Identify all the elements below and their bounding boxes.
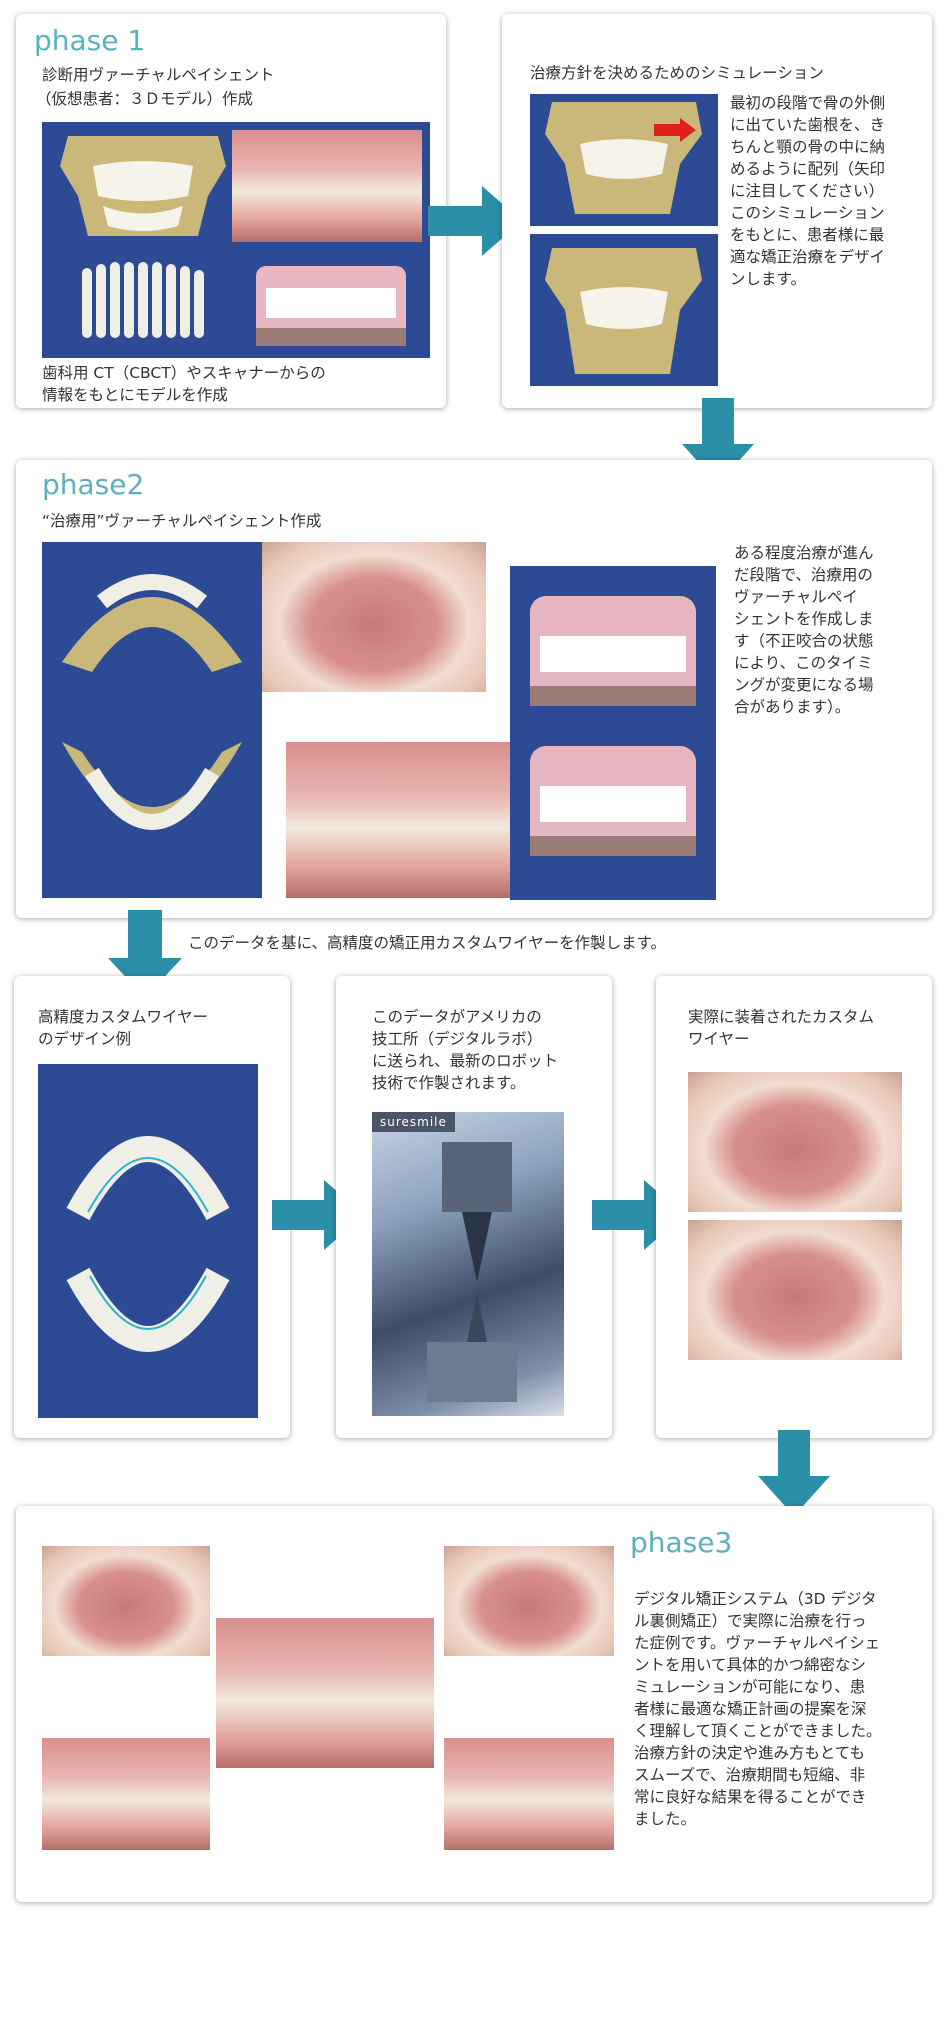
robot-arm-image [427,1142,517,1402]
robot-photo: suresmile [372,1112,564,1416]
simulation-skull-after [545,248,702,374]
teeth-roots-model [82,262,204,338]
phase1-caption-line2: 情報をもとにモデルを作成 [42,386,228,404]
p2-desc-line: により、このタイミ [734,654,873,672]
phase2-description: ある程度治療が進ん だ段階で、治療用の ヴァーチャルペイ シェントを作成しま す… [734,542,914,718]
sim-desc-line: 最初の段階で骨の外側 [730,94,886,112]
red-arrow-icon [654,118,696,142]
wire-design-heading-line2: のデザイン例 [38,1030,132,1048]
result-lower-occlusal-photo [444,1546,614,1656]
occlusal-photo-upper [262,542,486,692]
p2-desc-line: シェントを作成しま [734,610,874,628]
phase2-title: phase2 [42,468,145,501]
wire-arches-image [66,1136,230,1352]
result-front-photo [216,1618,434,1768]
p3-desc-line: デジタル矯正システム（3D デジタ [634,1590,877,1608]
p3-desc-line: 治療方針の決定や進み方もとても [634,1744,865,1762]
wire-design-heading-line1: 高精度カスタムワイヤー [38,1008,209,1026]
installed-lower-photo [688,1220,902,1360]
installed-card: 実際に装着されたカスタム ワイヤー [656,976,932,1438]
simulation-skull-before [545,102,702,214]
digital-dental-model [256,266,406,346]
p2-desc-line: だ段階で、治療用の [734,566,873,584]
sim-desc-line: に注目してください） [730,182,885,200]
suresmile-logo: suresmile [372,1112,455,1132]
p3-desc-line: ル裏側矯正）で実際に治療を行っ [634,1612,867,1630]
wire-design-card: 高精度カスタムワイヤー のデザイン例 [14,976,290,1438]
phase1-caption-line1: 歯科用 CT（CBCT）やスキャナーからの [42,364,326,382]
sim-desc-line: このシミュレーション [730,204,885,222]
sim-desc-line: 適な矯正治療をデザイ [730,248,886,266]
p3-desc-line: スムーズで、治療期間も短縮、非 [634,1766,866,1784]
robot-heading-line2: 技工所（デジタルラボ） [372,1030,543,1048]
p2-desc-line: す（不正咬合の状態 [734,632,874,650]
robot-card: このデータがアメリカの 技工所（デジタルラボ） に送られ、最新のロボット 技術で… [336,976,612,1438]
wire-design-image [38,1064,258,1418]
p3-desc-line: 者様に最適な矯正計画の提案を深 [634,1700,867,1718]
robot-heading-line3: に送られ、最新のロボット [372,1052,559,1070]
result-right-side-photo [42,1738,210,1850]
phase3-description: デジタル矯正システム（3D デジタ ル裏側矯正）で実際に治療を行っ た症例です。… [634,1588,924,1830]
right-arrow-icon [428,186,522,256]
p2-desc-line: ヴァーチャルペイ [734,588,858,606]
front-mouth-photo [232,130,422,242]
upper-arch-model [42,542,262,898]
phase1-title: phase 1 [34,24,146,57]
sim-desc-line: ンします。 [730,270,806,288]
result-left-side-photo [444,1738,614,1850]
simulation-card: 治療方針を決めるためのシミュレーション 最初の段階で骨の外側 に出ていた歯根を、… [502,14,932,408]
p3-desc-line: 常に良好な結果を得ることができ [634,1788,867,1806]
phase1-card: phase 1 診断用ヴァーチャルペイシェント （仮想患者：３Ｄモデル）作成 [16,14,446,408]
phase1-heading-line2: （仮想患者：３Ｄモデル）作成 [36,90,254,108]
simulation-after-image [530,234,718,386]
installed-heading-line1: 実際に装着されたカスタム [688,1008,875,1026]
installed-upper-photo [688,1072,902,1212]
result-upper-occlusal-photo [42,1546,210,1656]
down-arrow-icon [758,1430,830,1516]
simulation-description: 最初の段階で骨の外側 に出ていた歯根を、き ちんと顎の骨の中に納 めるように配列… [730,92,920,290]
treatment-models-image [530,596,696,856]
p2-desc-line: ングが変更になる場 [734,676,874,694]
p3-desc-line: た症例です。ヴァーチャルペイシェ [634,1634,881,1652]
p3-desc-line: ミュレーションが可能になり、患 [634,1678,866,1696]
simulation-before-image [530,94,718,226]
phase2-heading: “治療用”ヴァーチャルペイシェント作成 [42,512,322,530]
simulation-heading: 治療方針を決めるためのシミュレーション [530,64,824,82]
front-smile-photo [286,742,512,898]
phase1-model-panel [42,122,430,358]
phase3-card: phase3 デジタル矯正システム（3D デジタ ル裏側矯正）で実際に治療を行っ… [16,1506,932,1902]
sim-desc-line: ちんと顎の骨の中に納 [730,138,886,156]
sim-desc-line: をもとに、患者様に最 [730,226,885,244]
phase1-heading-line1: 診断用ヴァーチャルペイシェント [42,66,275,84]
sim-desc-line: に出ていた歯根を、き [730,116,886,134]
wire-note: このデータを基に、高精度の矯正用カスタムワイヤーを作製します。 [188,934,667,952]
treatment-model-panel [510,566,716,900]
phase2-card: phase2 “治療用”ヴァーチャルペイシェント作成 ある程度治療が進ん だ段階… [16,460,932,918]
arch-models-image [62,574,242,830]
p2-desc-line: 合があります）。 [734,698,851,716]
p2-desc-line: ある程度治療が進ん [734,544,874,562]
phase3-title: phase3 [630,1526,733,1559]
p3-desc-line: ました。 [634,1810,697,1828]
p3-desc-line: ントを用いて具体的かつ綿密なシ [634,1656,867,1674]
skull-model-image [60,136,226,236]
robot-heading-line4: 技術で作製されます。 [372,1074,526,1092]
robot-heading-line1: このデータがアメリカの [372,1008,542,1026]
installed-heading-line2: ワイヤー [688,1030,750,1048]
sim-desc-line: めるように配列（矢印 [730,160,886,178]
p3-desc-line: く理解して頂くことができました。 [634,1722,882,1740]
